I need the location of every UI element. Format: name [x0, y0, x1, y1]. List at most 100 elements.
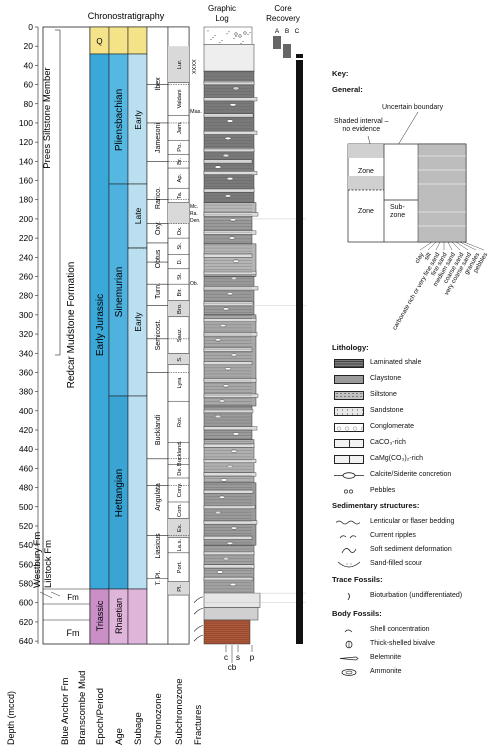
sand-grain — [247, 34, 249, 36]
concretion — [214, 338, 222, 342]
chrono-obtus: Obtus — [155, 249, 162, 268]
epoch-label-q: Q — [96, 37, 102, 46]
subchrono-label-st: St. — [177, 273, 183, 280]
log-interval — [203, 619, 251, 645]
sand-grain — [210, 38, 212, 40]
sed-label-0: Lenticular or flaser bedding — [370, 518, 455, 525]
concretion — [230, 449, 238, 453]
key-general: General: — [332, 85, 363, 94]
formation-branscombe: Branscombe Mud — [77, 671, 88, 745]
log-bed — [203, 520, 258, 525]
sand-grain — [221, 39, 223, 41]
subchrono-label-com: Com. — [177, 503, 183, 517]
age-label-sinemurian: Sinemurian — [114, 267, 125, 318]
sand-grain — [219, 41, 221, 43]
subage-label-early-2: Early — [133, 312, 143, 332]
log-bed — [203, 472, 257, 477]
depth-tick-label: 20 — [24, 41, 34, 51]
depth-tick-label: 280 — [19, 291, 33, 301]
concretion — [230, 353, 238, 357]
chrono-bucklandi: Bucklandi — [155, 414, 162, 445]
log-bed — [203, 459, 257, 463]
age-label-rhaetian: Rhaetian — [114, 598, 124, 634]
subchrono-label-cony: Cony. — [177, 482, 183, 497]
column-label-subchronozone: Subchronozone — [174, 678, 185, 745]
sand-grain — [228, 31, 230, 33]
subchrono-label-valdani: Valdani — [177, 90, 183, 109]
core-recovery-a — [273, 36, 281, 49]
concretion — [232, 432, 240, 436]
log-interval — [203, 26, 253, 45]
grain-label-p: p — [250, 653, 255, 662]
core-label-a: A — [275, 28, 280, 35]
subchrono-label-lur: Lur. — [177, 59, 183, 69]
lith-swatch-5 — [334, 439, 364, 448]
concretion — [218, 495, 226, 499]
subchrono-label-port: Port. — [177, 561, 183, 574]
log-bed — [203, 113, 254, 118]
chrono-tpl: T. Pl. — [155, 571, 162, 586]
depth-tick-label: 300 — [19, 310, 33, 320]
annotation-xxxx: XXXX — [192, 59, 198, 74]
key-lithology: Lithology: — [332, 343, 369, 352]
subchrono-label-pl: Pl. — [177, 585, 183, 592]
concretion — [214, 165, 222, 169]
depth-tick-label: 200 — [19, 214, 33, 224]
log-bed — [203, 97, 258, 102]
sed-label-1: Current ripples — [370, 532, 416, 539]
log-bed — [203, 80, 255, 85]
lith-label-6: CaMg(CO₃)₂-rich — [370, 455, 424, 462]
chrono-semicost: Semicost. — [155, 320, 162, 351]
subchrono-label-buckland: Buckland. — [177, 440, 183, 466]
subchrono-label-d: D. — [177, 258, 183, 264]
chrono-ibex: Ibex — [155, 77, 162, 91]
log-bed — [203, 188, 255, 193]
grain-label-s: s — [236, 653, 240, 662]
sand-grain — [233, 38, 235, 40]
depth-tick-label: 420 — [19, 425, 33, 435]
concretion — [222, 384, 230, 388]
concretion — [226, 464, 234, 469]
sand-grain — [214, 35, 216, 37]
key-title: Key: — [332, 69, 349, 78]
subchrono-label-de: De. — [177, 466, 183, 475]
sed-icon-1 — [334, 532, 364, 541]
lith-swatch-3 — [334, 407, 364, 416]
column-label-chronozone: Chronozone — [153, 693, 164, 745]
log-bed — [203, 230, 257, 235]
chrono-turn: Turn. — [155, 283, 162, 299]
log-bed — [203, 301, 254, 306]
concretion — [226, 119, 234, 123]
pebble-icon — [234, 32, 238, 36]
depth-tick-label: 380 — [19, 387, 33, 397]
log-bed — [203, 535, 253, 540]
log-bed — [203, 505, 256, 509]
depth-tick-label: 480 — [19, 483, 33, 493]
core-recovery-c — [296, 60, 303, 644]
log-bed — [203, 159, 253, 164]
depth-tick-label: 600 — [19, 598, 33, 608]
epoch-label-triassic: Triassic — [95, 600, 105, 631]
log-bed — [203, 130, 258, 135]
log-bed — [203, 564, 255, 569]
lith-label-7: Calcite/Siderite concretion — [370, 471, 452, 478]
subage-quaternary — [127, 26, 148, 55]
depth-tick-label: 0 — [28, 22, 33, 32]
subchronozone-boundaries — [168, 82, 189, 596]
subchrono-label-s: S. — [177, 356, 183, 362]
fracture-marks — [193, 596, 204, 642]
concretion — [214, 510, 222, 515]
concretion — [232, 259, 240, 263]
concretion — [224, 367, 232, 371]
concretion — [216, 570, 224, 574]
log-interval — [203, 214, 253, 245]
log-bed — [203, 426, 258, 431]
depth-tick-label: 140 — [19, 156, 33, 166]
lith-label-1: Claystone — [370, 375, 402, 382]
annotation-mas: Mas. — [190, 109, 202, 115]
grain-ticks — [225, 645, 253, 663]
sand-grain — [226, 33, 228, 35]
lith-label-5: CaCO₃-rich — [370, 439, 406, 446]
subchrono-label-ox: Ox. — [177, 226, 183, 235]
